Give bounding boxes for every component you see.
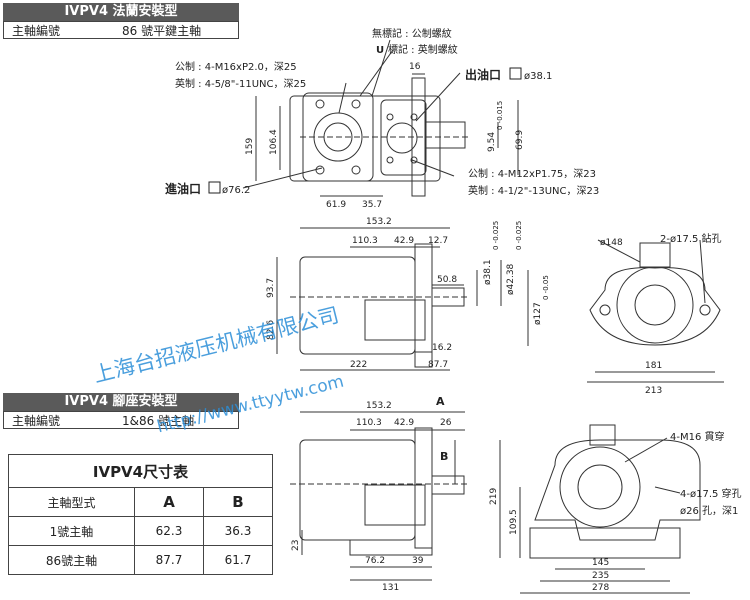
foot-shaft-row: 主軸編號 1&86 號主軸 (3, 411, 239, 429)
dim-label: 12.7 (428, 236, 448, 246)
flange-side-view (276, 227, 529, 371)
dim-label: 213 (645, 386, 662, 396)
table-row: 86號主軸 87.7 61.7 (8, 545, 274, 575)
dim-label: ø42.38 (506, 263, 516, 295)
table-row: 1號主軸 62.3 36.3 (8, 516, 274, 546)
dim-label: 16 (409, 62, 421, 72)
table-cell: 1號主軸 (8, 516, 135, 546)
dim-label: 153.2 (366, 401, 392, 411)
dim-label: 181 (645, 361, 662, 371)
dim-tolerance: 0 -0.025 (492, 221, 500, 250)
dim-label: 93.7 (266, 278, 276, 298)
dim-label-a: A (436, 395, 445, 408)
inlet-port-icon (208, 181, 221, 194)
flange-port-view (242, 39, 519, 197)
table-cell: 87.7 (134, 545, 204, 575)
dim-label: 23 (291, 540, 301, 551)
dim-label: 235 (592, 571, 609, 581)
dim-label-b: B (440, 450, 448, 463)
flange-front-view (587, 239, 724, 383)
outlet-size: ø38.1 (524, 71, 552, 82)
note-outlet-metric: 公制 : 4-M12xP1.75，深23 (468, 167, 596, 180)
dim-label: 110.3 (356, 418, 382, 428)
dim-label: ø38.1 (483, 259, 493, 285)
dim-label: 26 (440, 418, 452, 428)
dim-label: 87.7 (428, 360, 448, 370)
dim-label: 4-M16 貫穿 (670, 430, 725, 443)
dim-label: 82.6 (266, 320, 276, 340)
dim-label: 39 (412, 556, 424, 566)
dim-label: 109.5 (509, 509, 519, 535)
dim-label: 16.2 (432, 343, 452, 353)
dim-tolerance: 0 -0.015 (496, 101, 504, 130)
dim-label: 159 (245, 138, 255, 155)
dim-label: 131 (382, 583, 399, 593)
dim-label: ø127 (533, 302, 543, 325)
table-cell: 36.3 (202, 516, 274, 546)
dim-label: 42.9 (394, 236, 414, 246)
note-inlet-metric: 公制 : 4-M16xP2.0，深25 (175, 60, 297, 73)
foot-front-view (499, 424, 701, 594)
dim-label: ø26 孔，深1 (680, 505, 738, 517)
flange-shaft-label: 主軸編號 (12, 24, 61, 38)
dim-label: 106.4 (269, 129, 279, 155)
dim-label: 76.2 (365, 556, 385, 566)
foot-shaft-value: 1&86 號主軸 (122, 414, 195, 428)
dim-label: 50.8 (437, 275, 457, 285)
dim-tolerance: 0 -0.025 (515, 221, 523, 250)
note-outlet-unc: 英制 : 4-1/2"-13UNC，深23 (468, 184, 599, 197)
dim-label: 2-ø17.5 鉆孔 (660, 232, 722, 245)
dim-label: 69.9 (515, 130, 525, 150)
outlet-label: 出油口 (465, 67, 501, 82)
dim-label: 4-ø17.5 穿孔 (680, 487, 742, 500)
foot-shaft-label: 主軸編號 (12, 414, 61, 428)
note-inlet-unc: 英制 : 4-5/8"-11UNC，深25 (175, 77, 306, 90)
dim-label: 153.2 (366, 217, 392, 227)
inlet-label: 進油口 (165, 181, 201, 196)
table-cell: 61.7 (202, 545, 274, 575)
dim-label: 278 (592, 583, 609, 593)
dim-label: 145 (592, 558, 609, 568)
foot-mount-title: IVPV4 腳座安裝型 (3, 393, 239, 411)
flange-shaft-value: 86 號平鍵主軸 (122, 24, 202, 38)
note-legend-unc-prefix: U (376, 45, 384, 56)
note-legend-metric: 無標記 : 公制螺紋 (372, 27, 452, 40)
foot-side-view (290, 411, 470, 581)
inlet-size: ø76.2 (222, 185, 250, 196)
dim-label: ø148 (600, 238, 623, 248)
dim-label: 219 (489, 488, 499, 505)
dim-label: 35.7 (362, 200, 382, 210)
dim-label: 222 (350, 360, 367, 370)
dim-label: 42.9 (394, 418, 414, 428)
flange-mount-title: IVPV4 法蘭安裝型 (3, 3, 239, 21)
table-cell: 86號主軸 (8, 545, 135, 575)
flange-shaft-row: 主軸編號 86 號平鍵主軸 (3, 21, 239, 39)
dim-tolerance: 0 -0.05 (542, 275, 550, 300)
note-legend-unc: 標記 : 英制螺紋 (388, 43, 458, 56)
table-header: B (202, 487, 274, 517)
dim-label: 9.54 (487, 132, 497, 152)
outlet-port-icon (509, 67, 522, 80)
dim-label: 110.3 (352, 236, 378, 246)
dim-label: 61.9 (326, 200, 346, 210)
dimension-table: IVPV4尺寸表 主軸型式 A B 1號主軸 62.3 36.3 86號主軸 8… (8, 454, 274, 575)
